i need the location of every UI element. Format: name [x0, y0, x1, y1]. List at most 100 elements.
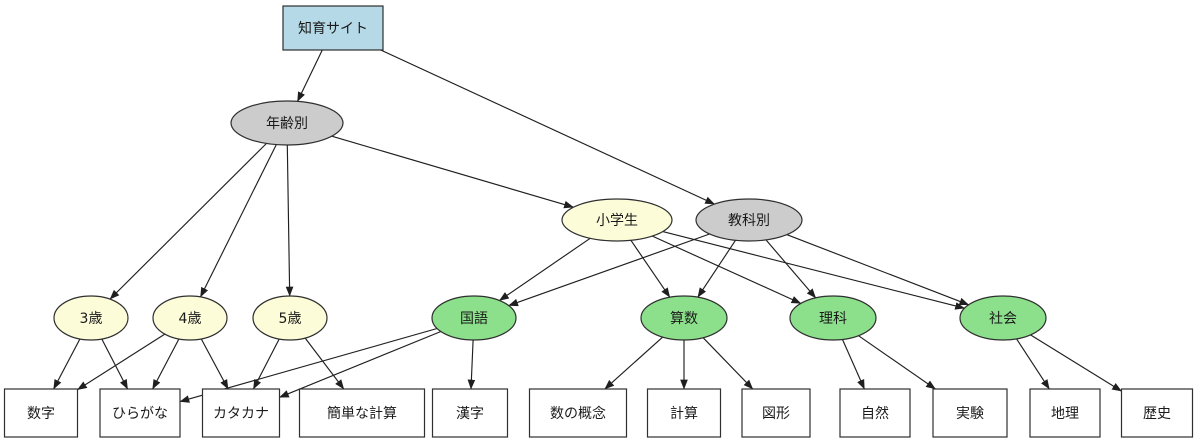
edge-elem-kokugo: [499, 237, 591, 301]
root-label: 知育サイト: [298, 20, 368, 37]
edge-root-age: [296, 49, 323, 102]
edge-age5-katakana: [252, 338, 280, 390]
node-shizen: 自然: [839, 388, 911, 438]
rika-shape: [789, 295, 877, 341]
edge-sansu-gainen: [604, 336, 664, 390]
kanji-shape: [431, 388, 509, 438]
edge-age-age5: [285, 144, 294, 297]
edge-bysubj-shakai: [786, 234, 970, 306]
edge-age4-suji: [77, 333, 166, 391]
edge-age4-hiragana: [152, 338, 180, 390]
edge-shakai-chiri: [1016, 338, 1050, 390]
rekishi-shape: [1120, 388, 1194, 438]
node-rika: 理科: [789, 295, 877, 341]
edge-age-age4: [199, 144, 277, 298]
age-shape: [230, 100, 344, 146]
node-sansu: 算数: [640, 295, 728, 341]
rekishi-label: 歴史: [1143, 406, 1171, 422]
age4-shape: [152, 295, 228, 341]
node-kantan: 簡単な計算: [298, 388, 426, 438]
node-elem: 小学生: [561, 198, 673, 242]
edge-age4-katakana: [200, 338, 229, 390]
edge-age-age3: [109, 143, 267, 300]
node-kanji: 漢字: [431, 388, 509, 438]
edge-shakai-rekishi: [1030, 334, 1122, 392]
kantan-label: 簡単な計算: [327, 406, 397, 422]
node-root: 知育サイト: [282, 5, 384, 51]
sansu-shape: [640, 295, 728, 341]
node-suji: 数字: [3, 388, 79, 438]
edge-bysubj-sansu: [697, 239, 736, 298]
age5-label: 5歳: [279, 311, 302, 327]
node-keisan: 計算: [646, 388, 722, 438]
node-hiragana: ひらがな: [99, 388, 181, 438]
node-zukei: 図形: [741, 388, 811, 438]
age3-label: 3歳: [80, 311, 103, 327]
edge-age3-suji: [53, 338, 81, 390]
node-katakana: カタカナ: [201, 388, 281, 438]
edge-age3-hiragana: [101, 338, 129, 390]
age5-shape: [252, 295, 328, 341]
edge-kokugo-katakana: [279, 330, 442, 398]
node-gainen: 数の概念: [528, 388, 628, 438]
shakai-shape: [959, 295, 1047, 341]
keisan-shape: [646, 388, 722, 438]
node-jikken: 実験: [932, 388, 1008, 438]
chiri-shape: [1029, 388, 1101, 438]
age-label: 年齢別: [266, 116, 308, 132]
kantan-shape: [298, 388, 426, 438]
node-shakai: 社会: [959, 295, 1047, 341]
jikken-label: 実験: [956, 406, 984, 422]
gainen-shape: [528, 388, 628, 438]
age4-label: 4歳: [179, 311, 202, 327]
node-age5: 5歳: [252, 295, 328, 341]
edge-elem-sansu: [630, 239, 671, 298]
edge-elem-rika: [652, 235, 802, 304]
edge-kokugo-kanji: [467, 339, 476, 390]
suji-label: 数字: [27, 406, 55, 422]
keisan-label: 計算: [670, 406, 698, 422]
edge-root-bysubj: [380, 49, 715, 205]
node-age3: 3歳: [53, 295, 129, 341]
hiragana-shape: [99, 388, 181, 438]
kokugo-shape: [431, 295, 517, 341]
chiri-label: 地理: [1051, 406, 1079, 422]
node-rekishi: 歴史: [1120, 388, 1194, 438]
edge-age5-kantan: [304, 337, 345, 390]
gainen-label: 数の概念: [550, 405, 606, 422]
elem-shape: [561, 198, 673, 242]
edge-rika-shizen: [841, 339, 865, 390]
edge-bysubj-kokugo: [508, 233, 710, 307]
suji-shape: [3, 388, 79, 438]
root-shape: [282, 5, 384, 51]
elem-label: 小学生: [596, 213, 638, 229]
edge-age-elem: [331, 135, 574, 209]
rika-label: 理科: [819, 311, 847, 327]
zukei-label: 図形: [762, 406, 790, 422]
edge-elem-shakai: [662, 231, 966, 310]
edge-rika-jikken: [858, 335, 936, 390]
node-bysubj: 教科別: [695, 198, 803, 242]
hiragana-label: ひらがな: [112, 406, 168, 422]
kokugo-label: 国語: [460, 311, 488, 327]
kanji-label: 漢字: [456, 406, 484, 422]
node-age: 年齢別: [230, 100, 344, 146]
katakana-shape: [201, 388, 281, 438]
node-chiri: 地理: [1029, 388, 1101, 438]
shakai-label: 社会: [989, 311, 1017, 327]
edge-sansu-zukei: [702, 337, 754, 390]
bysubj-shape: [695, 198, 803, 242]
edge-bysubj-rika: [765, 239, 817, 299]
shizen-label: 自然: [861, 405, 889, 422]
bysubj-label: 教科別: [728, 213, 770, 229]
katakana-label: カタカナ: [213, 406, 269, 422]
age3-shape: [53, 295, 129, 341]
zukei-shape: [741, 388, 811, 438]
sansu-label: 算数: [670, 311, 698, 327]
jikken-shape: [932, 388, 1008, 438]
node-age4: 4歳: [152, 295, 228, 341]
node-kokugo: 国語: [431, 295, 517, 341]
